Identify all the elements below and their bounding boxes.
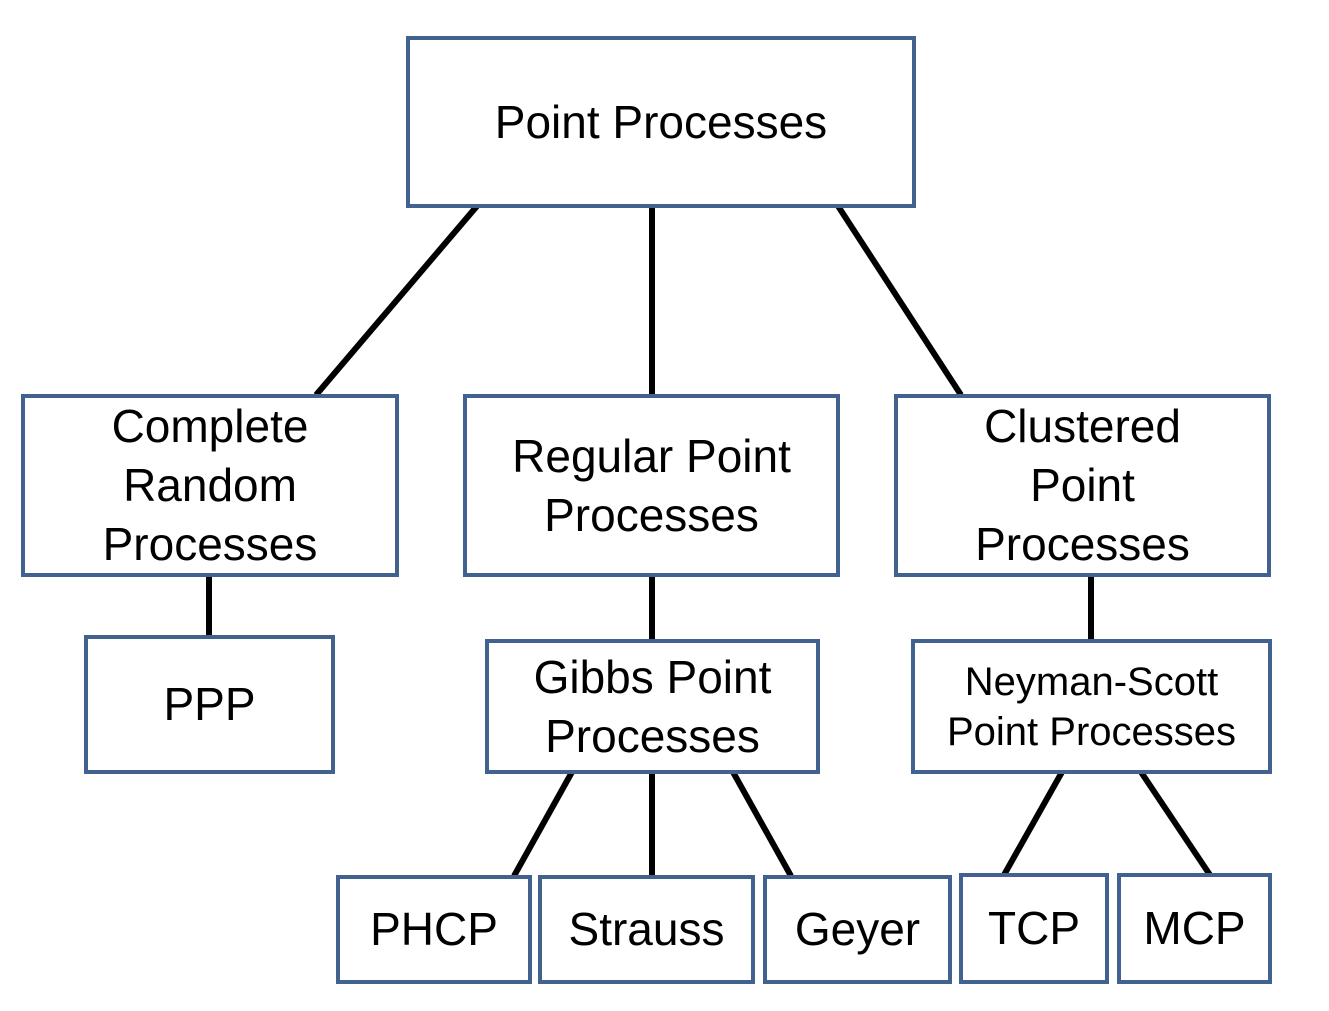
node-mcp: MCP <box>1117 873 1272 984</box>
node-tcp: TCP <box>959 873 1109 984</box>
edge-neyman-scott-to-mcp <box>1138 770 1213 877</box>
node-strauss: Strauss <box>538 875 755 984</box>
node-label: Point Processes <box>494 95 828 148</box>
node-label: Geyer <box>794 903 921 955</box>
node-label: Neyman-Scott Point Processes <box>946 659 1237 754</box>
node-neyman-scott-point-processes: Neyman-Scott Point Processes <box>911 639 1272 774</box>
node-label: Strauss <box>568 903 725 955</box>
node-regular-point-processes: Regular Point Processes <box>463 394 840 577</box>
node-label: MCP <box>1143 902 1246 954</box>
node-label: Clustered Point Processes <box>975 400 1190 570</box>
node-gibbs-point-processes: Gibbs Point Processes <box>485 639 820 774</box>
node-geyer: Geyer <box>763 875 952 984</box>
edge-gibbs-to-geyer <box>730 770 794 878</box>
node-label: Regular Point Processes <box>512 429 791 541</box>
edge-root-to-complete-random <box>313 204 480 397</box>
node-label: Complete Random Processes <box>102 400 318 570</box>
node-clustered-point-processes: Clustered Point Processes <box>894 394 1271 577</box>
node-ppp: PPP <box>84 635 335 774</box>
node-label: Gibbs Point Processes <box>533 650 772 762</box>
node-label: PHCP <box>370 903 498 955</box>
node-phcp: PHCP <box>336 875 532 984</box>
edge-root-to-clustered <box>835 204 964 397</box>
edge-gibbs-to-phcp <box>511 770 575 878</box>
node-label: PPP <box>163 678 256 730</box>
node-point-processes: Point Processes <box>406 36 916 208</box>
node-complete-random-processes: Complete Random Processes <box>21 394 399 577</box>
edge-neyman-scott-to-tcp <box>1001 770 1065 877</box>
node-label: TCP <box>988 902 1080 954</box>
